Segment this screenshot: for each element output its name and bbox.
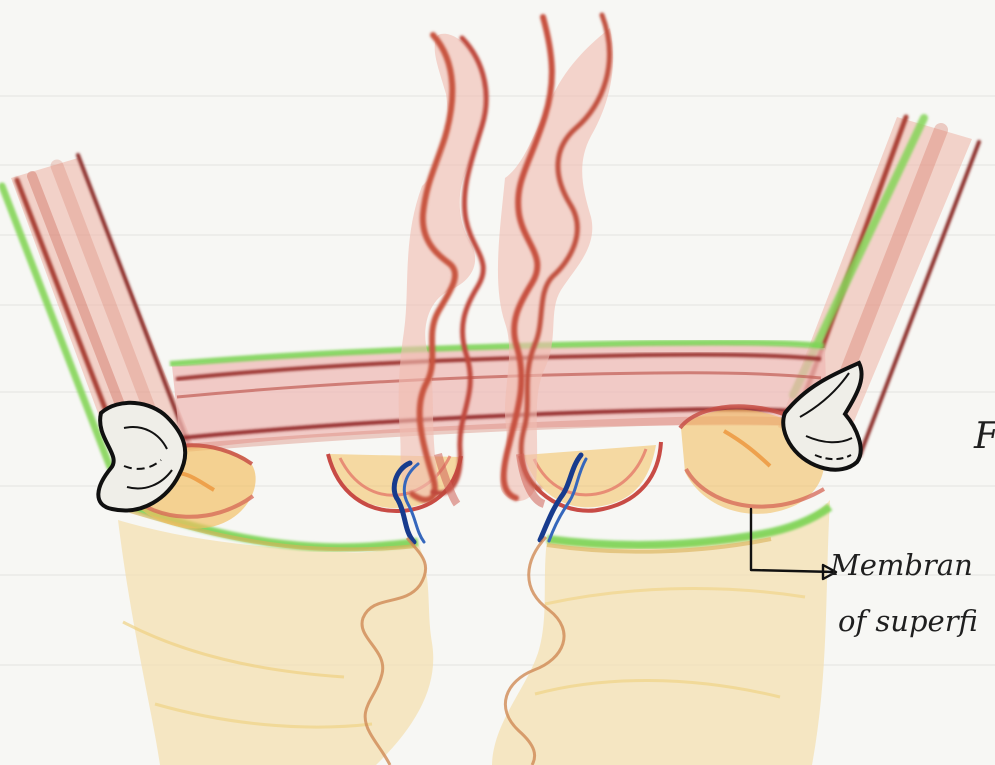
superficial-fascia-label: of superfi [838,604,978,638]
fascia-label-fragment: Fa [974,416,995,457]
membrane-label: Membran [830,548,973,582]
